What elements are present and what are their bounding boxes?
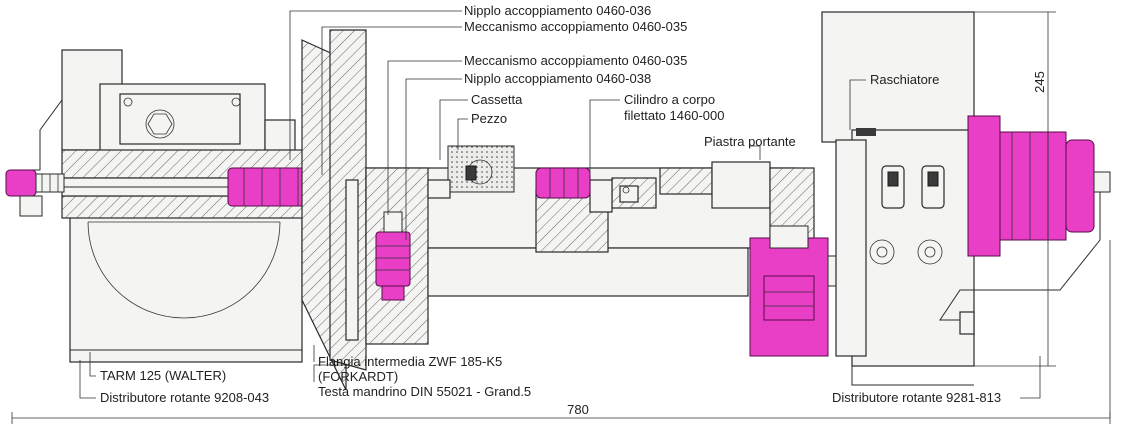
- distributore-rotante-right: [821, 11, 1101, 386]
- label-nipplo-038: Nipplo accoppiamento 0460-038: [464, 71, 651, 86]
- tarm-125-unit: [61, 49, 303, 363]
- label-cassetta: Cassetta: [471, 92, 523, 107]
- label-distributore-right: Distributore rotante 9281-813: [832, 390, 1001, 405]
- dimension-height: [974, 11, 1056, 367]
- label-cilindro-line1: Cilindro a corpo: [624, 92, 715, 107]
- meccanismo-035-vertical: [375, 211, 411, 301]
- label-tarm-125: TARM 125 (WALTER): [100, 368, 226, 383]
- flangia-intermedia: [301, 29, 367, 391]
- label-piastra-portante: Piastra portante: [704, 134, 796, 149]
- label-raschiatore: Raschiatore: [870, 72, 939, 87]
- label-meccanismo-035-top: Meccanismo accoppiamento 0460-035: [464, 19, 687, 34]
- left-rotary-fitting: [5, 169, 65, 217]
- cilindro-filettato: [535, 167, 591, 199]
- dimension-value-245: 245: [1032, 71, 1047, 93]
- label-flangia-line2: (FORKARDT): [318, 369, 398, 384]
- right-rotary-magenta: [967, 115, 1111, 257]
- leader-lines: [79, 10, 1041, 399]
- label-cilindro-line2: filettato 1460-000: [624, 108, 724, 123]
- label-pezzo: Pezzo: [471, 111, 507, 126]
- label-testa-mandrino: Testa mandrino DIN 55021 - Grand.5: [318, 384, 531, 399]
- dimension-value-780: 780: [567, 402, 589, 417]
- label-distributore-left: Distributore rotante 9208-043: [100, 390, 269, 405]
- dimension-overall-width: [11, 240, 1111, 424]
- label-nipplo-036: Nipplo accoppiamento 0460-036: [464, 3, 651, 18]
- label-flangia-line1: Flangia intermedia ZWF 185-K5: [318, 354, 502, 369]
- label-meccanismo-035-mid: Meccanismo accoppiamento 0460-035: [464, 53, 687, 68]
